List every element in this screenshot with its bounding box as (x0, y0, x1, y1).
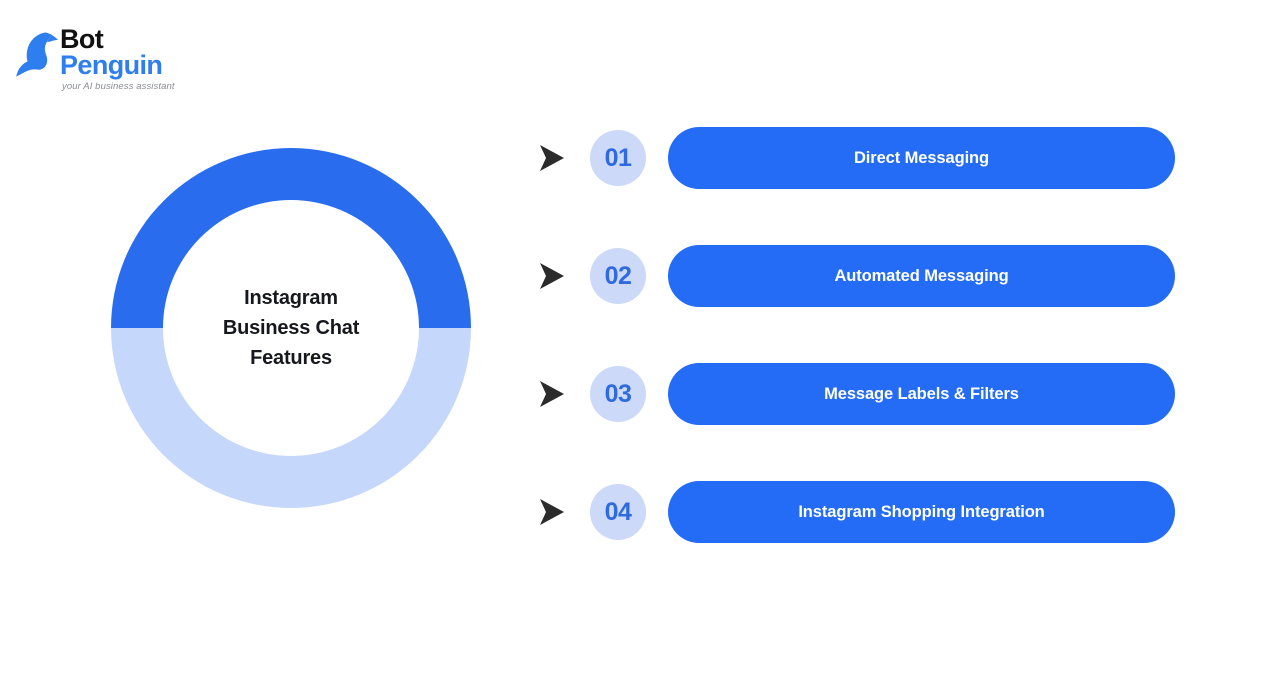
logo-text-penguin: Penguin (60, 50, 163, 81)
donut-svg (111, 148, 471, 508)
feature-row[interactable]: 04 Instagram Shopping Integration (534, 481, 1179, 543)
donut-center-label: Instagram Business Chat Features (181, 283, 401, 373)
donut-center-line-1: Instagram (244, 287, 338, 309)
arrow-right-icon (534, 141, 568, 175)
arrow-right-icon (534, 495, 568, 529)
penguin-icon (14, 30, 60, 78)
feature-pill[interactable]: Message Labels & Filters (668, 363, 1175, 425)
feature-pill[interactable]: Automated Messaging (668, 245, 1175, 307)
feature-row[interactable]: 02 Automated Messaging (534, 245, 1179, 307)
arrow-right-icon (534, 377, 568, 411)
donut-center-line-3: Features (250, 347, 332, 369)
brand-logo[interactable]: Bot Penguin your AI business assistant (14, 24, 214, 96)
feature-row[interactable]: 03 Message Labels & Filters (534, 363, 1179, 425)
arrow-right-icon (534, 259, 568, 293)
feature-number-badge: 04 (590, 484, 646, 540)
feature-number-badge: 02 (590, 248, 646, 304)
donut-chart: Instagram Business Chat Features (111, 148, 471, 508)
logo-wordmark: Bot Penguin (60, 24, 163, 81)
feature-number-badge: 01 (590, 130, 646, 186)
feature-row[interactable]: 01 Direct Messaging (534, 127, 1179, 189)
feature-list: 01 Direct Messaging 02 Automated Messagi… (534, 127, 1179, 543)
logo-text-bot: Bot (60, 24, 104, 54)
donut-center-line-2: Business Chat (222, 317, 360, 339)
feature-pill[interactable]: Instagram Shopping Integration (668, 481, 1175, 543)
donut-hole (163, 200, 419, 456)
feature-pill[interactable]: Direct Messaging (668, 127, 1175, 189)
feature-number-badge: 03 (590, 366, 646, 422)
logo-tagline: your AI business assistant (62, 81, 175, 92)
